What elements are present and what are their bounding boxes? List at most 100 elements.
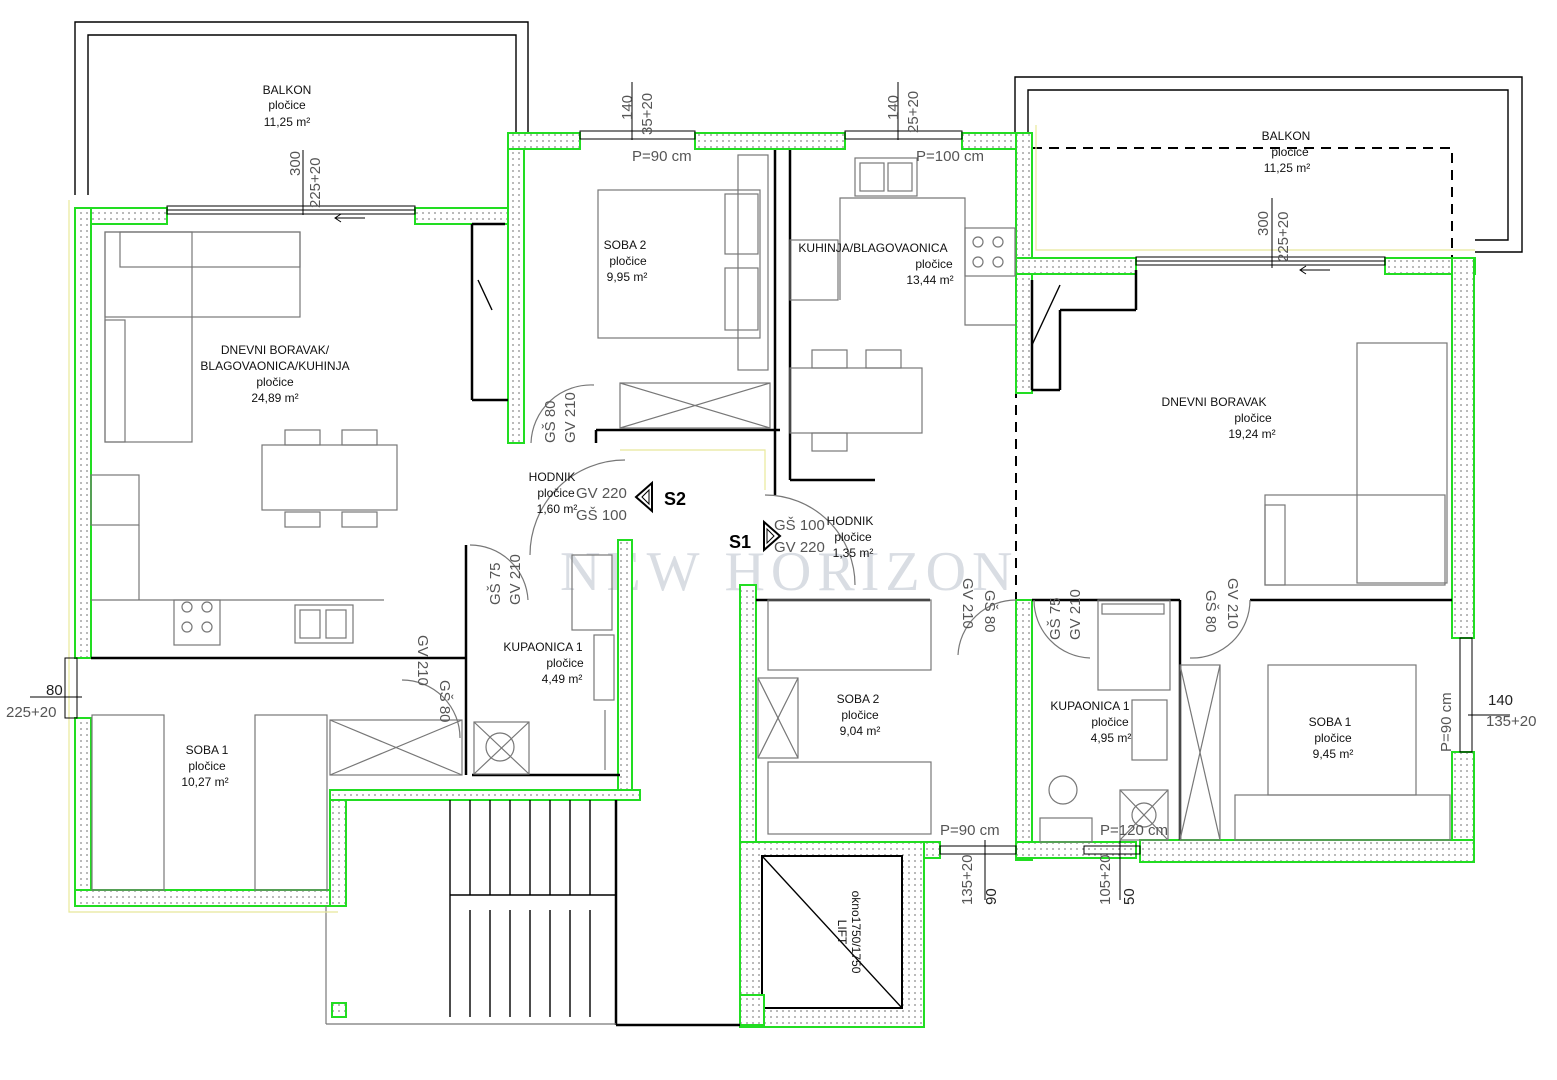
balcony-left [74,21,529,195]
svg-text:11,25 m²: 11,25 m² [1264,161,1310,175]
svg-text:pločice: pločice [268,98,306,112]
svg-text:HODNIK: HODNIK [827,514,874,528]
section-marker-s2: S2 [634,480,686,514]
svg-text:pločice: pločice [841,708,879,722]
svg-text:24,89 m²: 24,89 m² [251,391,298,405]
svg-text:LIFT: LIFT [835,920,849,945]
svg-text:DNEVNI BORAVAK/: DNEVNI BORAVAK/ [221,343,330,357]
dimension-labels: 140 35+20 P=90 cm 140 25+20 P=100 cm 300… [6,91,1536,905]
room-soba2-top: SOBA 2 pločice 9,95 m² [604,238,648,284]
svg-text:pločice: pločice [834,530,872,544]
room-hodnik-right: HODNIK pločice 1,35 m² [827,514,874,560]
room-soba1-right: SOBA 1 pločice 9,45 m² [1309,715,1354,761]
svg-text:1,60 m²: 1,60 m² [537,502,578,516]
svg-text:9,95 m²: 9,95 m² [607,270,648,284]
svg-text:KUHINJA/BLAGOVAONICA: KUHINJA/BLAGOVAONICA [798,241,947,255]
svg-text:P=120 cm: P=120 cm [1100,822,1168,839]
doors [401,279,1251,739]
svg-text:135+20: 135+20 [959,855,976,905]
lift-label: LIFT okno1750/1750 [835,891,863,974]
svg-text:80: 80 [46,682,63,699]
svg-text:P=100 cm: P=100 cm [916,148,984,165]
svg-text:9,04 m²: 9,04 m² [840,724,881,738]
svg-text:P=90 cm: P=90 cm [1438,692,1455,752]
svg-text:DNEVNI BORAVAK: DNEVNI BORAVAK [1162,395,1267,409]
svg-text:GV 210: GV 210 [562,392,579,443]
svg-text:GV 210: GV 210 [1067,589,1084,640]
svg-text:300: 300 [1255,211,1272,236]
svg-text:SOBA 1: SOBA 1 [1309,715,1352,729]
svg-text:KUPAONICA 1: KUPAONICA 1 [503,640,582,654]
room-balkon-right: BALKON pločice 11,25 m² [1262,129,1311,175]
watermark: NEW HORIZON [560,541,1018,603]
room-balkon-left: BALKON pločice 11,25 m² [263,83,312,129]
room-kupaonica-right: KUPAONICA 1 pločice 4,95 m² [1050,699,1131,745]
svg-text:pločice: pločice [915,257,953,271]
windows [30,82,1510,900]
svg-text:pločice: pločice [537,486,575,500]
room-hodnik-left: HODNIK pločice 1,60 m² [529,470,578,516]
svg-text:GŠ 80: GŠ 80 [436,680,453,723]
svg-text:GŠ 80: GŠ 80 [1202,590,1219,633]
svg-text:pločice: pločice [609,254,647,268]
svg-text:13,44 m²: 13,44 m² [906,273,953,287]
furniture [90,154,1451,1009]
svg-text:GV 210: GV 210 [414,635,431,686]
svg-text:SOBA 2: SOBA 2 [604,238,647,252]
svg-text:50: 50 [1121,888,1138,905]
svg-text:BLAGOVAONICA/KUHINJA: BLAGOVAONICA/KUHINJA [200,359,349,373]
room-kupaonica-left: KUPAONICA 1 pločice 4,49 m² [503,640,584,686]
svg-text:GŠ 75: GŠ 75 [487,562,504,605]
svg-text:HODNIK: HODNIK [529,470,576,484]
svg-text:P=90 cm: P=90 cm [940,822,1000,839]
svg-text:35+20: 35+20 [639,93,656,135]
svg-text:SOBA 2: SOBA 2 [837,692,880,706]
svg-text:okno1750/1750: okno1750/1750 [849,891,863,974]
room-dnevni-right: DNEVNI BORAVAK pločice 19,24 m² [1162,395,1276,441]
svg-text:140: 140 [619,95,636,120]
svg-text:pločice: pločice [1234,411,1272,425]
svg-text:BALKON: BALKON [1262,129,1311,143]
svg-text:GŠ 80: GŠ 80 [542,400,559,443]
svg-text:105+20: 105+20 [1097,855,1114,905]
svg-text:140: 140 [885,95,902,120]
svg-text:11,25 m²: 11,25 m² [264,115,310,129]
room-dnevni-left: DNEVNI BORAVAK/ BLAGOVAONICA/KUHINJA plo… [200,343,349,405]
room-kuhinja: KUHINJA/BLAGOVAONICA pločice 13,44 m² [798,241,953,287]
svg-text:4,95 m²: 4,95 m² [1091,731,1132,745]
svg-text:225+20: 225+20 [1275,212,1292,262]
svg-text:pločice: pločice [1091,715,1129,729]
svg-text:pločice: pločice [546,656,584,670]
svg-text:225+20: 225+20 [6,704,56,721]
svg-text:25+20: 25+20 [905,91,922,133]
room-soba1-left: SOBA 1 pločice 10,27 m² [181,743,228,789]
svg-text:GŠ 80: GŠ 80 [981,590,998,633]
svg-text:90: 90 [983,888,1000,905]
svg-text:P=90 cm: P=90 cm [632,148,692,165]
svg-text:225+20: 225+20 [307,158,324,208]
svg-text:pločice: pločice [1314,731,1352,745]
svg-text:S1: S1 [729,532,751,552]
svg-text:10,27 m²: 10,27 m² [181,775,228,789]
svg-text:GV 210: GV 210 [959,578,976,629]
svg-text:4,49 m²: 4,49 m² [542,672,583,686]
svg-text:BALKON: BALKON [263,83,312,97]
svg-text:300: 300 [287,151,304,176]
svg-text:KUPAONICA 1: KUPAONICA 1 [1050,699,1129,713]
svg-text:pločice: pločice [1271,145,1309,159]
svg-text:9,45 m²: 9,45 m² [1313,747,1354,761]
svg-text:GŠ 100: GŠ 100 [774,517,825,534]
svg-text:GV 210: GV 210 [507,554,524,605]
svg-text:GV 210: GV 210 [1224,578,1241,629]
svg-text:GV 220: GV 220 [576,485,627,502]
section-marker-s1: S1 [729,519,782,553]
svg-text:19,24 m²: 19,24 m² [1228,427,1275,441]
svg-text:S2: S2 [664,489,686,509]
svg-text:SOBA 1: SOBA 1 [186,743,229,757]
room-soba2-mid: SOBA 2 pločice 9,04 m² [837,692,881,738]
svg-text:pločice: pločice [256,375,294,389]
svg-text:GŠ 100: GŠ 100 [576,507,627,524]
svg-text:GV 220: GV 220 [774,539,825,556]
svg-text:pločice: pločice [188,759,226,773]
